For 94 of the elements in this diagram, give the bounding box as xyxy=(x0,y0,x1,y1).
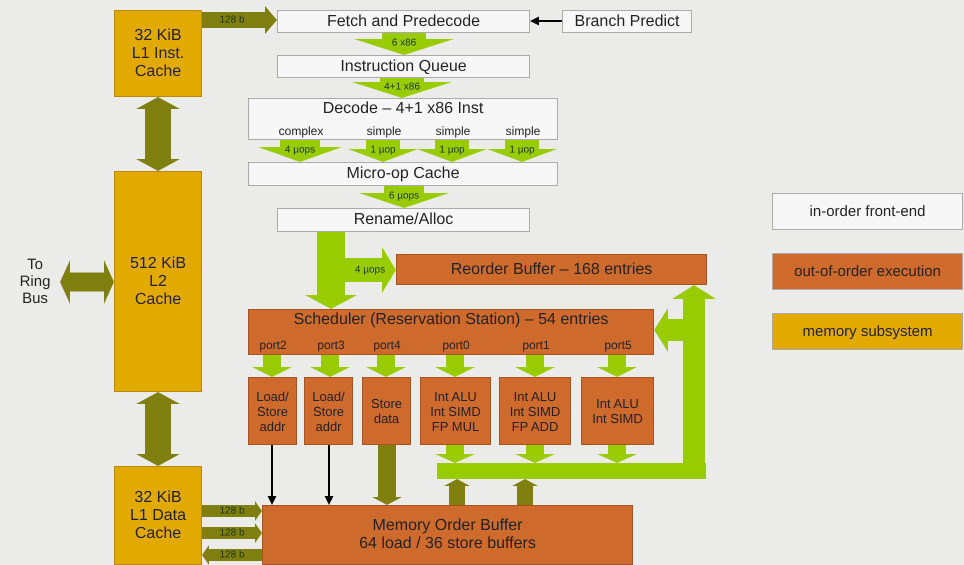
edge-label: 4 µops xyxy=(354,264,386,276)
box-label: Fetch and Predecode xyxy=(327,12,480,30)
block-arrow xyxy=(354,33,454,55)
port-label: port2 xyxy=(259,338,287,352)
block-arrow xyxy=(202,545,262,565)
block-arrow xyxy=(435,445,475,463)
port-label: port4 xyxy=(373,338,401,352)
edge-label: 6 x86 xyxy=(392,38,416,48)
decoder-label: simple xyxy=(366,124,402,138)
pipeline-stage-box xyxy=(277,208,530,232)
box-label: Store data xyxy=(370,396,404,426)
box-label: Reorder Buffer – 168 entries xyxy=(450,260,652,278)
edge-label: 1 µop xyxy=(439,144,465,156)
box-label: Instruction Queue xyxy=(340,58,467,76)
pipeline-stage-box xyxy=(248,162,558,186)
block-arrow xyxy=(366,355,406,377)
box-label: 64 load / 36 store buffers xyxy=(359,535,536,553)
legend-text: in-order front-end xyxy=(810,203,926,220)
edge-label: 128 b xyxy=(219,14,245,26)
box-label: Int ALU Int SIMD FP ADD xyxy=(508,388,562,434)
block-arrow xyxy=(136,392,180,466)
block-arrow xyxy=(305,232,357,309)
block-arrow xyxy=(487,140,557,162)
box-label: To Ring Bus xyxy=(18,256,52,306)
execution-unit-box xyxy=(362,377,411,445)
box-label: Memory Order Buffer xyxy=(372,517,522,535)
arrow xyxy=(324,445,334,505)
block-arrow xyxy=(310,355,350,377)
result-bus-bar xyxy=(437,463,706,479)
block-arrow xyxy=(202,523,262,543)
edge-label: 128 b xyxy=(219,528,245,538)
box-label: Decode – 4+1 x86 Inst xyxy=(322,100,484,118)
box-label: 32 KiB L1 Data Cache xyxy=(128,488,188,542)
edge-label: 128 b xyxy=(219,550,245,560)
edge-label: 6 µops xyxy=(388,190,420,202)
execution-unit-box xyxy=(304,377,353,445)
edge-label: 4 µops xyxy=(284,144,316,156)
legend-text: out-of-order execution xyxy=(794,263,941,280)
cache-box xyxy=(114,10,202,97)
block-arrow xyxy=(359,186,449,208)
box-label: Load/ Store addr xyxy=(255,388,290,434)
port-label: port0 xyxy=(442,338,470,352)
edge-label: 1 µop xyxy=(370,144,396,156)
box-label: Int ALU Int SIMD FP MUL xyxy=(429,388,482,434)
box-label: Scheduler (Reservation Station) – 54 entries xyxy=(294,311,608,329)
decoder-label: simple xyxy=(436,124,470,138)
edge-label: 4+1 x86 xyxy=(384,82,420,92)
port-label: port5 xyxy=(604,338,632,352)
block-arrow xyxy=(512,479,538,505)
block-arrow xyxy=(515,445,555,463)
block-arrow xyxy=(352,78,452,98)
box-label: Rename/Alloc xyxy=(354,211,454,229)
buffer-box xyxy=(396,254,707,285)
edge-label: 1 µop xyxy=(509,144,535,156)
arrow xyxy=(268,445,276,505)
execution-unit-box xyxy=(581,377,654,445)
block-arrow xyxy=(202,6,277,34)
buffer-box xyxy=(262,505,633,565)
block-arrow xyxy=(258,140,342,162)
legend-text: memory subsystem xyxy=(802,323,933,340)
decoder-label: simple xyxy=(506,124,540,138)
box-label: 32 KiB L1 Inst. Cache xyxy=(130,26,186,80)
block-arrow xyxy=(435,355,475,377)
block-arrow xyxy=(597,445,637,463)
decoder-label: complex xyxy=(278,124,324,138)
execution-unit-box xyxy=(248,377,297,445)
cache-box xyxy=(114,171,202,392)
block-arrow xyxy=(597,355,637,377)
block-arrow xyxy=(348,140,418,162)
box-label: Int ALU Int SIMD xyxy=(591,396,644,426)
box-label: Micro-op Cache xyxy=(346,165,460,183)
box-label: 512 KiB L2 Cache xyxy=(128,254,188,308)
execution-unit-box xyxy=(420,377,491,445)
block-arrow xyxy=(202,501,262,521)
block-arrow xyxy=(444,479,470,505)
pipeline-stage-box xyxy=(248,98,558,140)
block-arrow xyxy=(136,97,180,171)
block-arrow xyxy=(417,140,487,162)
block-arrow xyxy=(60,260,114,304)
cache-box xyxy=(114,466,202,565)
pipeline-stage-box xyxy=(277,55,530,78)
arrow xyxy=(530,16,562,26)
edge-label: 128 b xyxy=(219,506,245,516)
execution-unit-box xyxy=(499,377,571,445)
pipeline-stage-box xyxy=(277,10,530,33)
port-label: port3 xyxy=(317,338,345,352)
port-label: port1 xyxy=(522,338,550,352)
scheduler-box xyxy=(248,309,654,355)
block-arrow xyxy=(515,355,555,377)
box-label: Branch Predict xyxy=(574,12,680,30)
box-label: Load/ Store addr xyxy=(311,388,346,434)
block-arrow xyxy=(252,355,292,377)
block-arrow xyxy=(372,445,402,505)
pipeline-stage-box xyxy=(562,10,692,33)
